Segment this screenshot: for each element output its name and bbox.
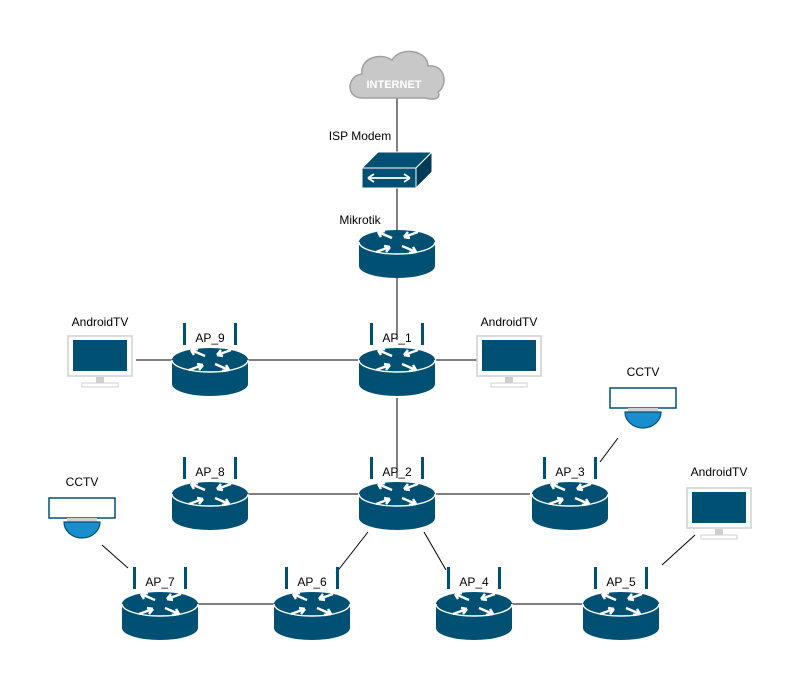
cloud-label: INTERNET	[367, 79, 422, 91]
monitor-icon	[67, 335, 133, 388]
ap-1-label: AP_1	[382, 331, 412, 345]
ap-9-label: AP_9	[195, 331, 225, 345]
connections	[101, 98, 696, 605]
wireless-router-icon	[530, 480, 610, 532]
isp-modem[interactable]: ISP Modem	[329, 129, 434, 190]
ap-5-label: AP_5	[606, 575, 636, 589]
android-tv-far-right[interactable]: AndroidTV	[686, 465, 752, 540]
ap-3[interactable]: AP_3	[530, 457, 610, 532]
ap-2-label: AP_2	[382, 465, 412, 479]
ap-3-label: AP_3	[555, 465, 585, 479]
monitor-icon	[476, 335, 542, 388]
link-ap3-cctv	[599, 437, 619, 463]
tv-right-label: AndroidTV	[481, 315, 538, 329]
ap-6-label: AP_6	[297, 575, 327, 589]
wireless-router-icon	[170, 346, 250, 398]
cctv-left-label: CCTV	[66, 475, 99, 489]
ap-1[interactable]: AP_1	[357, 323, 437, 398]
link-ap2-ap4	[423, 531, 447, 571]
android-tv-right[interactable]: AndroidTV	[476, 315, 542, 388]
cctv-right-label: CCTV	[627, 365, 660, 379]
tv-left-label: AndroidTV	[72, 315, 129, 329]
modem-label: ISP Modem	[329, 129, 391, 143]
ap-7[interactable]: AP_7	[120, 567, 200, 642]
cctv-right[interactable]: CCTV	[609, 365, 677, 429]
link-ap2-ap6	[335, 531, 369, 574]
link-ap7-cctv	[101, 544, 129, 569]
wireless-router-icon	[434, 590, 514, 642]
cctv-left[interactable]: CCTV	[48, 475, 116, 539]
mikrotik-router[interactable]: Mikrotik	[339, 213, 437, 280]
tv-far-right-label: AndroidTV	[691, 465, 748, 479]
ap-8[interactable]: AP_8	[170, 457, 250, 532]
wireless-router-icon	[170, 480, 250, 532]
ap-9[interactable]: AP_9	[170, 323, 250, 398]
dome-camera-icon	[48, 497, 116, 539]
ap-2[interactable]: AP_2	[357, 457, 437, 532]
ap-4-label: AP_4	[459, 575, 489, 589]
ap-6[interactable]: AP_6	[272, 567, 352, 642]
modem-switch-icon	[360, 150, 434, 190]
wireless-router-icon	[581, 590, 661, 642]
ap-8-label: AP_8	[195, 465, 225, 479]
dome-camera-icon	[609, 387, 677, 429]
wireless-router-icon	[357, 346, 437, 398]
internet-cloud[interactable]: INTERNET	[349, 50, 445, 100]
mikrotik-label: Mikrotik	[339, 213, 381, 227]
monitor-icon	[686, 487, 752, 540]
wireless-router-icon	[357, 480, 437, 532]
wireless-router-icon	[272, 590, 352, 642]
ap-4[interactable]: AP_4	[434, 567, 514, 642]
ap-5[interactable]: AP_5	[581, 567, 661, 642]
router-icon	[357, 228, 437, 280]
wireless-router-icon	[120, 590, 200, 642]
link-ap5-tv	[661, 534, 696, 566]
cloud-icon	[349, 50, 445, 100]
ap-7-label: AP_7	[145, 575, 175, 589]
android-tv-left[interactable]: AndroidTV	[67, 315, 133, 388]
